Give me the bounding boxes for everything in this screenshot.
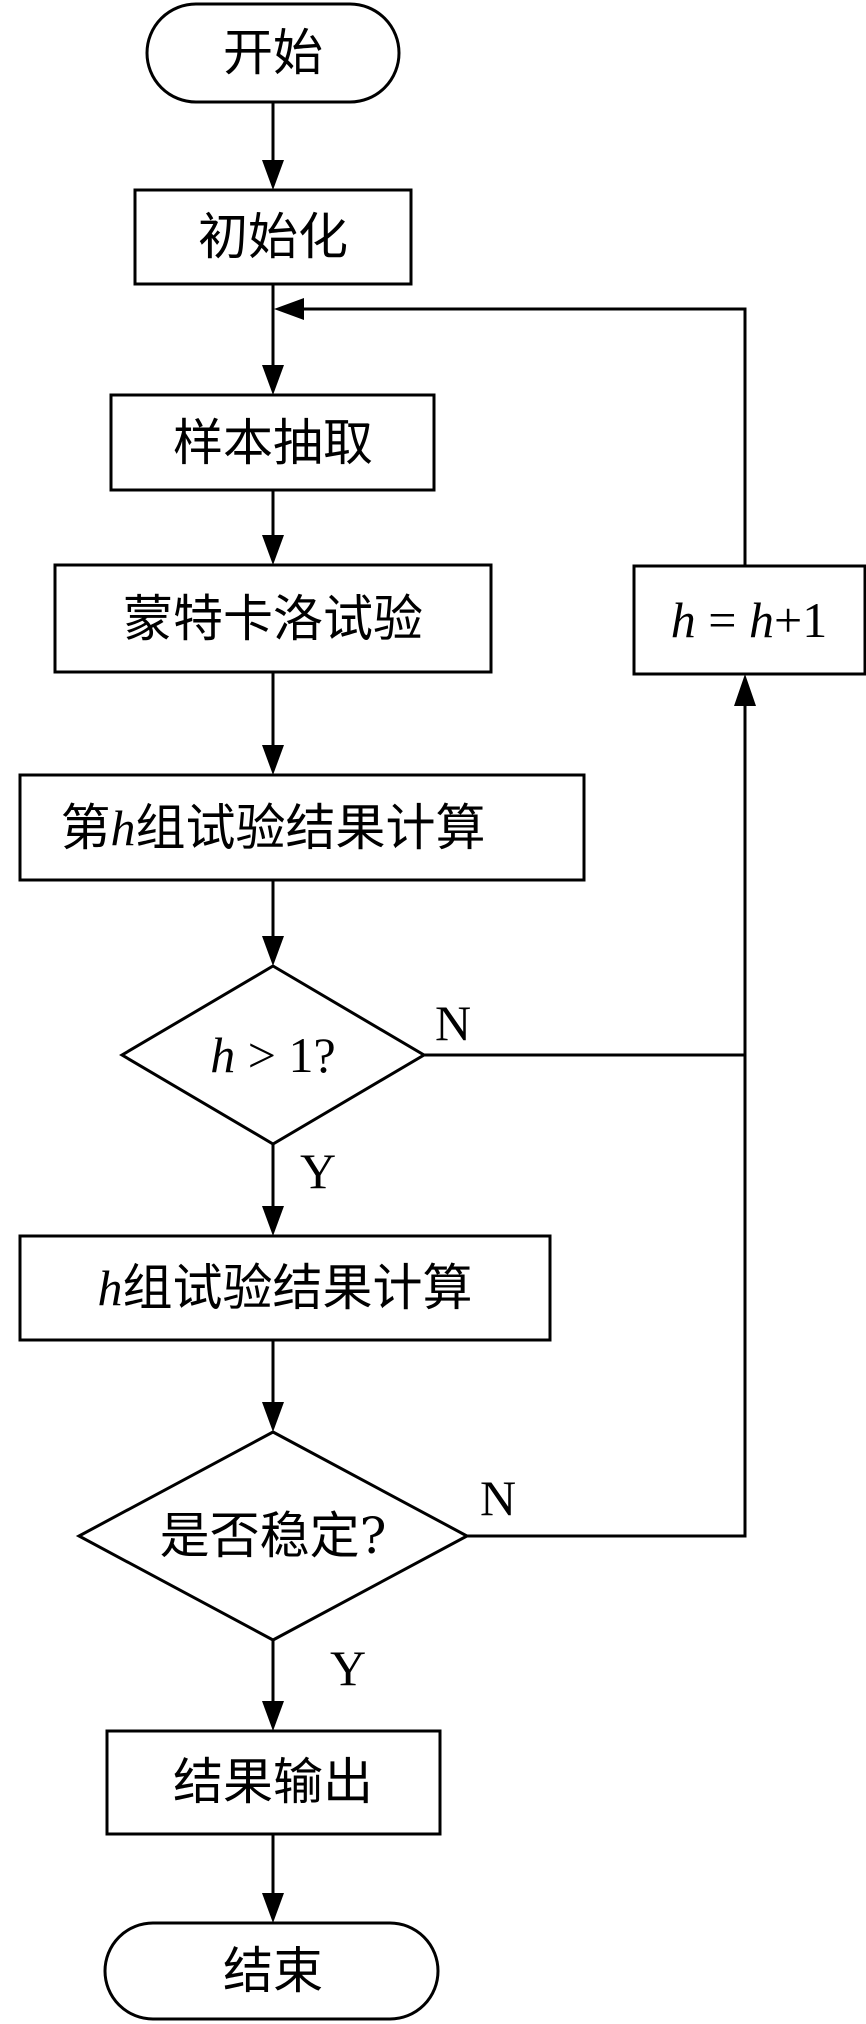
output-box — [105, 1729, 442, 1836]
group-calc-var: h — [111, 800, 136, 856]
increment-box — [632, 564, 866, 676]
label-cond-stable-no: N — [480, 1470, 516, 1526]
arrowhead-init — [262, 160, 284, 190]
h-groups-calc-box — [18, 1234, 552, 1342]
label-cond-h-no: N — [435, 995, 471, 1051]
init-box — [133, 188, 413, 286]
node-output: 结果输出 — [105, 1729, 442, 1836]
arrowhead-groupcalc — [262, 745, 284, 775]
end-label: 结束 — [223, 1942, 323, 2000]
edge-loop-back — [304, 307, 747, 566]
arrowhead-hgroups — [262, 1206, 284, 1236]
increment-label: h = h+1 — [671, 592, 827, 648]
h-groups-calc-label: h组试验结果计算 — [98, 1259, 473, 1317]
group-calc-suffix: 组试验结果计算 — [136, 799, 486, 857]
arrowhead-cond-stable — [262, 1402, 284, 1432]
group-calc-prefix: 第 — [61, 799, 111, 857]
node-end: 结束 — [103, 1921, 440, 2021]
arrowhead-increment — [734, 674, 756, 706]
arrowhead-output — [262, 1701, 284, 1731]
cond-h-rest: > 1? — [235, 1027, 335, 1083]
sampling-box — [109, 393, 436, 492]
increment-var2: h — [749, 592, 774, 648]
cond-h-var: h — [210, 1027, 235, 1083]
node-monte-carlo: 蒙特卡洛试验 — [53, 563, 493, 674]
group-calc-box — [18, 773, 586, 882]
node-increment: h = h+1 — [632, 564, 866, 676]
connectors — [262, 102, 756, 1923]
init-label: 初始化 — [198, 208, 348, 266]
monte-carlo-box — [53, 563, 493, 674]
arrowhead-cond-h — [262, 936, 284, 966]
group-calc-label: 第h组试验结果计算 — [61, 799, 486, 857]
sampling-label: 样本抽取 — [173, 414, 373, 472]
node-init: 初始化 — [133, 188, 413, 286]
increment-eq: = — [696, 592, 749, 648]
node-cond-h: h > 1? — [119, 964, 427, 1146]
node-h-groups-calc: h组试验结果计算 — [18, 1234, 552, 1342]
label-cond-h-yes: Y — [300, 1143, 336, 1199]
start-label: 开始 — [223, 24, 323, 82]
h-groups-calc-suffix: 组试验结果计算 — [123, 1259, 473, 1317]
cond-h-label: h > 1? — [210, 1027, 335, 1083]
edge-cond-stable-no — [467, 1055, 747, 1538]
cond-h-diamond — [119, 964, 427, 1146]
node-sampling: 样本抽取 — [109, 393, 436, 492]
end-terminal — [103, 1921, 440, 2021]
h-groups-calc-var: h — [98, 1260, 123, 1316]
arrowhead-loop — [274, 298, 304, 320]
output-label: 结果输出 — [173, 1753, 373, 1811]
increment-var1: h — [671, 592, 696, 648]
node-cond-stable: 是否稳定? — [75, 1430, 471, 1642]
label-cond-stable-yes: Y — [330, 1640, 366, 1696]
arrowhead-sampling — [262, 365, 284, 395]
node-group-calc: 第h组试验结果计算 — [18, 773, 586, 882]
increment-plus: +1 — [774, 592, 827, 648]
cond-stable-diamond — [75, 1430, 471, 1642]
arrowhead-end — [262, 1893, 284, 1923]
monte-carlo-label: 蒙特卡洛试验 — [123, 590, 423, 648]
cond-stable-label: 是否稳定? — [160, 1507, 387, 1565]
node-start: 开始 — [145, 2, 401, 104]
arrowhead-montecarlo — [262, 535, 284, 565]
start-terminal — [145, 2, 401, 104]
